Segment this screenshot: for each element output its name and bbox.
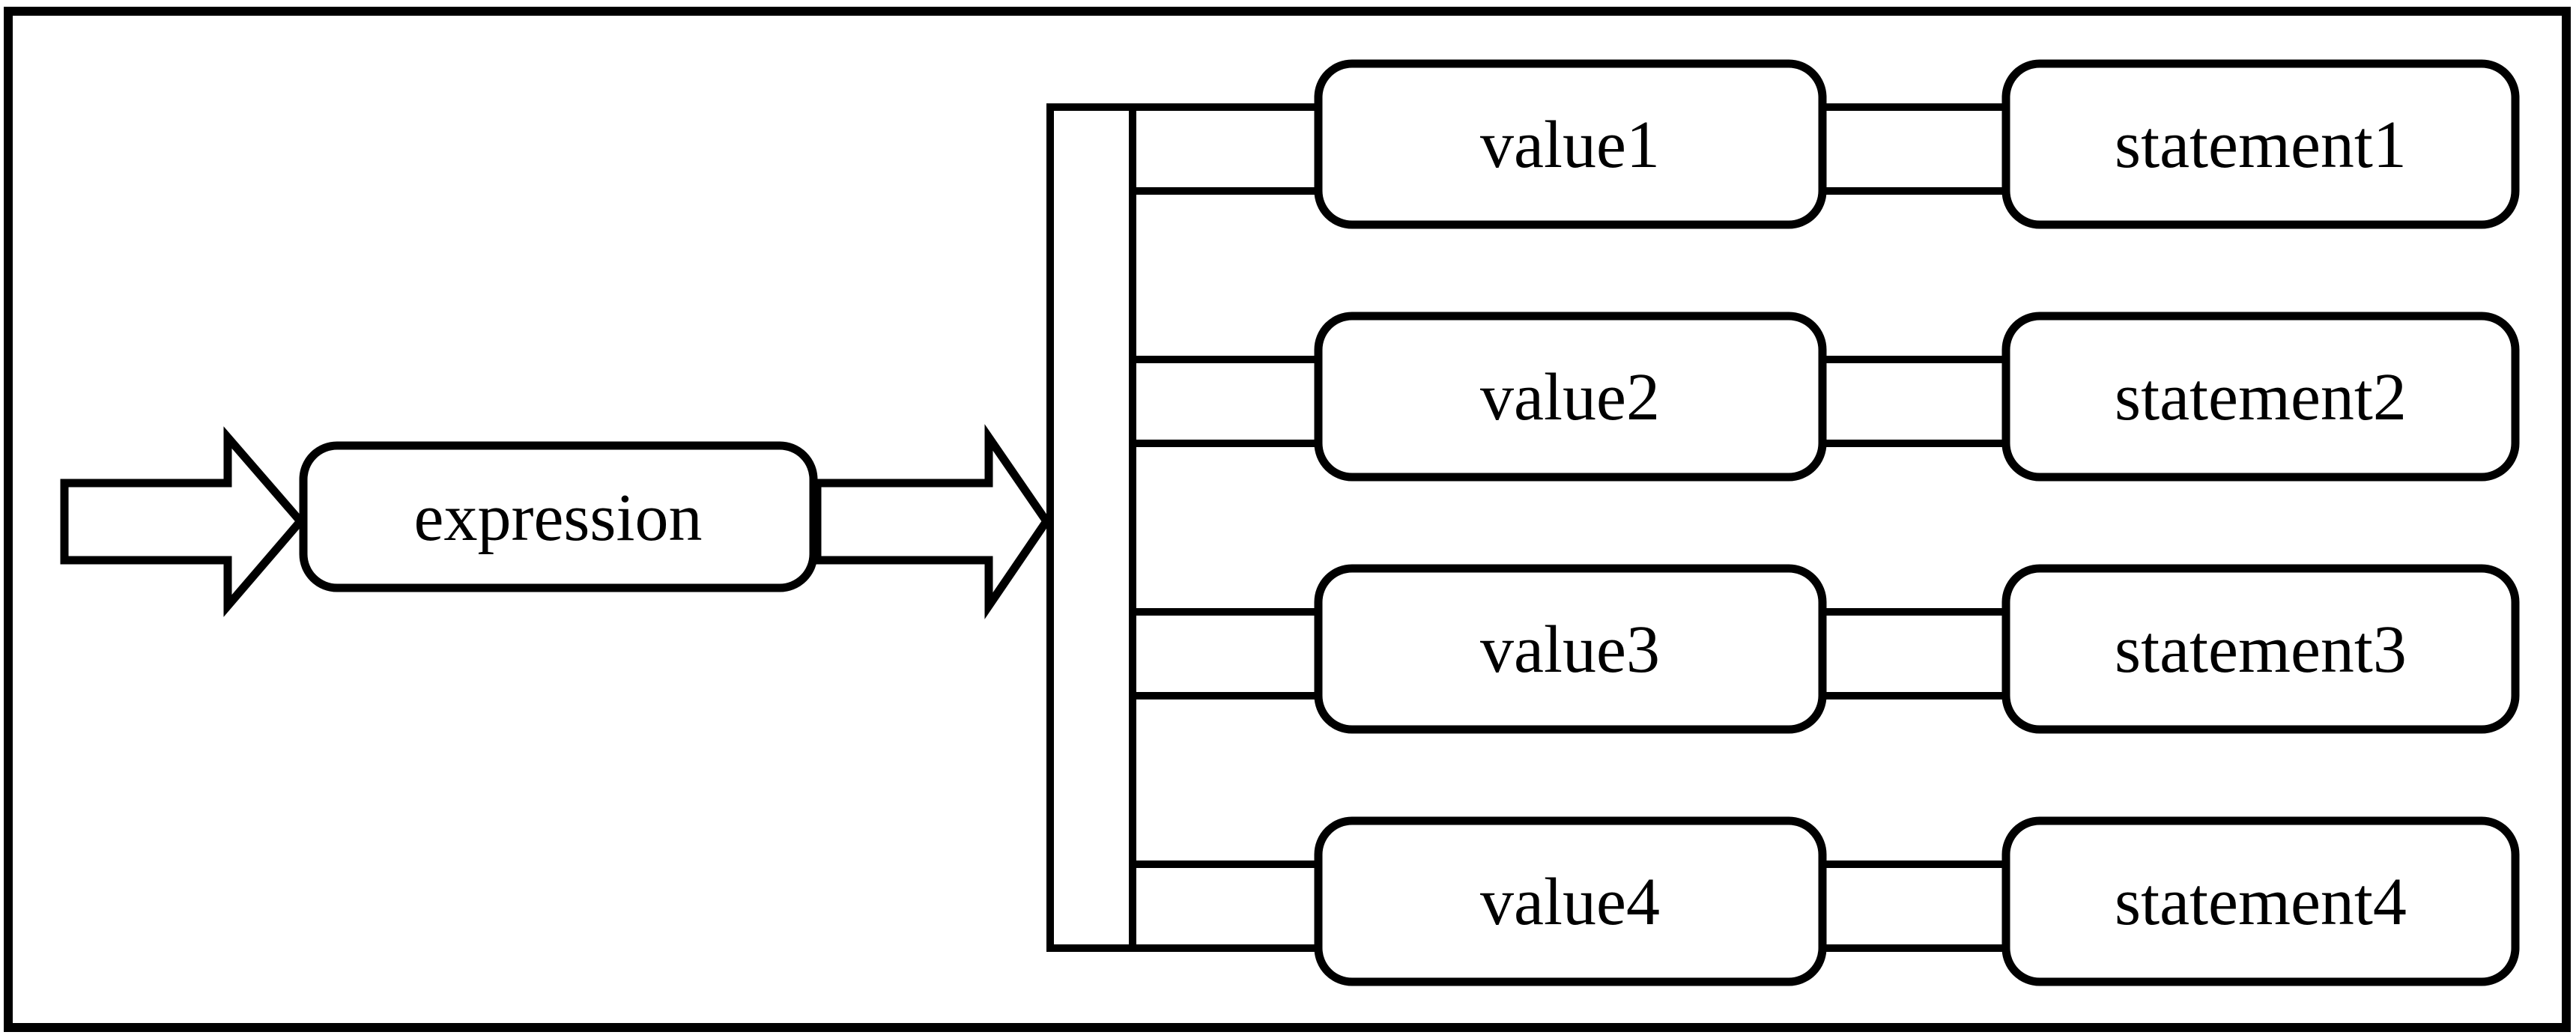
statement-label: statement4 [2115, 865, 2407, 939]
statement-label: statement2 [2115, 360, 2407, 434]
case-row: value4 statement4 [1133, 816, 2520, 986]
statement-node [2001, 816, 2520, 986]
value-label: value3 [1480, 613, 1660, 687]
value-label: value2 [1480, 360, 1660, 434]
case-row: value1 statement1 [1133, 59, 2520, 229]
expression-label: expression [414, 481, 703, 555]
value-node [1314, 312, 1827, 482]
statement-label: statement1 [2115, 108, 2407, 182]
branch-column-outer-line [1046, 103, 1318, 952]
case-row: value2 statement2 [1133, 312, 2520, 482]
value-node [1314, 816, 1827, 986]
statement-label: statement3 [2115, 613, 2407, 687]
value-node [1314, 564, 1827, 734]
row-connector-lines [1133, 608, 2006, 699]
value-node [1314, 59, 1827, 229]
value-label: value4 [1480, 865, 1660, 939]
statement-node [2001, 312, 2520, 482]
row-connector-lines [1133, 356, 2006, 447]
diagram-border [4, 7, 2571, 1032]
case-row: value3 statement3 [1133, 564, 2520, 734]
value-label: value1 [1480, 108, 1660, 182]
expression-node: expression [299, 441, 818, 592]
branch-arrow-icon [813, 424, 1052, 619]
statement-node [2001, 59, 2520, 229]
statement-node [2001, 564, 2520, 734]
branch-column [1046, 103, 1318, 952]
row-connector-lines [1133, 861, 2006, 952]
row-connector-lines [1133, 103, 2006, 195]
inflow-arrow-icon [60, 426, 306, 617]
